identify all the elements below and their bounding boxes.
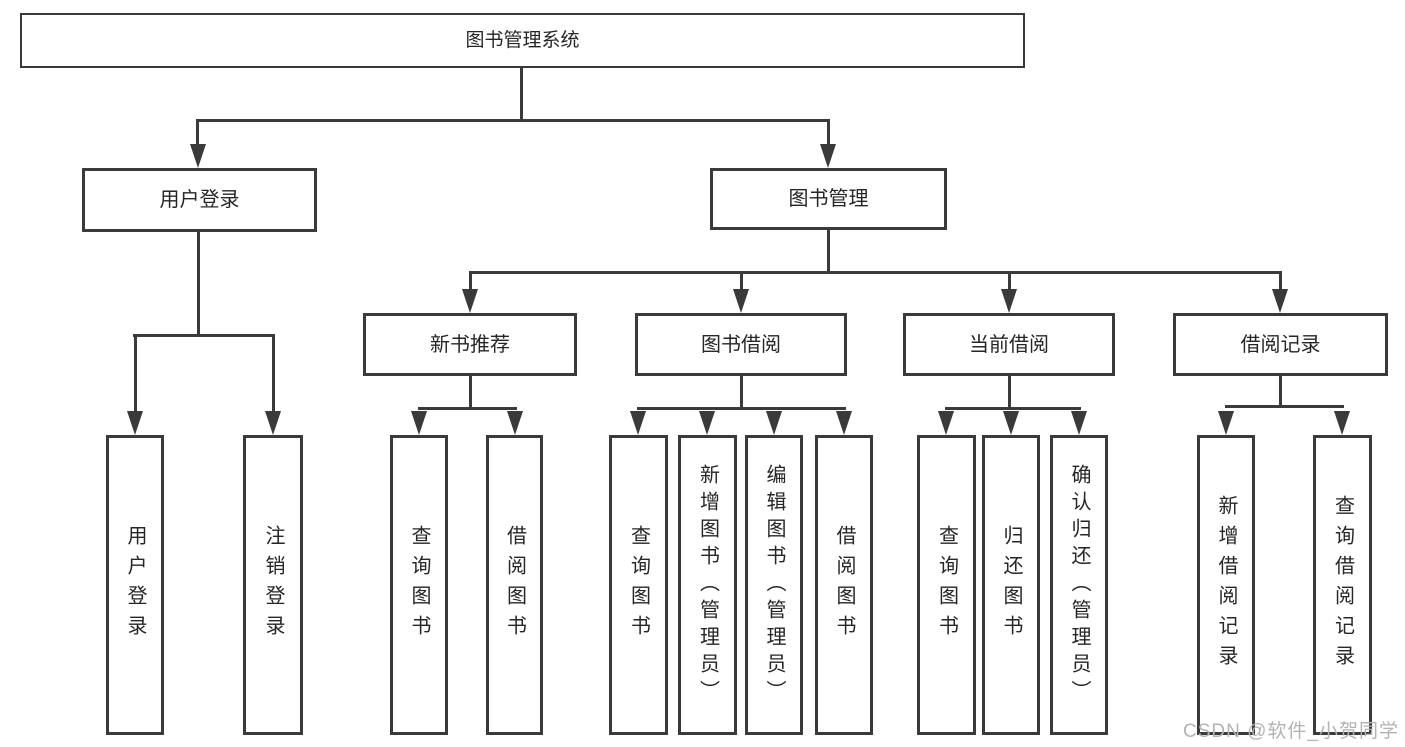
node-label: 当前借阅	[969, 333, 1049, 356]
node-label: 图书借阅	[701, 333, 781, 356]
node-label: 借阅记录	[1240, 333, 1321, 356]
node-label: 编辑图书（管理员）	[763, 463, 785, 707]
arrow-down-icon	[1334, 411, 1350, 435]
leaf-recommend-query-books: 查询图书	[390, 435, 448, 735]
arrow-down-icon	[766, 411, 782, 435]
connector-line	[133, 334, 275, 337]
arrow-down-icon	[699, 411, 715, 435]
leaf-user-login: 用户登录	[106, 435, 164, 735]
connector-line	[134, 334, 137, 414]
node-label: 查询借阅记录	[1331, 495, 1354, 675]
arrow-down-icon	[462, 289, 478, 313]
connector-line	[197, 231, 200, 336]
connector-line	[272, 334, 275, 414]
connector-line	[1279, 374, 1282, 407]
connector-line	[740, 374, 743, 409]
node-label: 图书管理	[788, 188, 869, 210]
node-label: 图书管理系统	[465, 30, 580, 51]
node-label: 新书推荐	[430, 333, 510, 356]
arrow-down-icon	[127, 411, 143, 435]
node-book-borrow: 图书借阅	[635, 313, 847, 376]
node-label: 查询图书	[408, 525, 430, 645]
node-label: 查询图书	[627, 525, 650, 645]
arrow-down-icon	[265, 411, 281, 435]
node-user-login: 用户登录	[82, 168, 317, 232]
leaf-current-query-books: 查询图书	[917, 435, 976, 735]
arrow-down-icon	[411, 411, 427, 435]
node-label: 注销登录	[262, 525, 284, 645]
node-label: 确认归还（管理员）	[1068, 463, 1090, 707]
arrow-down-icon	[836, 411, 852, 435]
arrow-down-icon	[1218, 411, 1234, 435]
arrow-down-icon	[507, 411, 523, 435]
arrow-down-icon	[820, 144, 836, 168]
connector-line	[945, 407, 1081, 410]
arrow-down-icon	[1272, 289, 1288, 313]
arrow-down-icon	[1001, 289, 1017, 313]
node-label: 借阅图书	[503, 525, 526, 645]
connector-line	[197, 119, 830, 122]
leaf-logout: 注销登录	[243, 435, 303, 735]
connector-line	[740, 271, 743, 293]
connector-line	[827, 229, 830, 273]
arrow-down-icon	[733, 289, 749, 313]
node-root: 图书管理系统	[20, 13, 1025, 68]
leaf-borrow-query-books: 查询图书	[609, 435, 668, 735]
connector-line	[637, 407, 846, 410]
arrow-down-icon	[630, 411, 646, 435]
connector-line	[520, 66, 523, 120]
arrow-down-icon	[938, 411, 954, 435]
node-label: 归还图书	[1000, 525, 1022, 645]
node-label: 借阅图书	[833, 525, 855, 645]
arrow-down-icon	[1003, 411, 1019, 435]
leaf-current-confirm-return-admin: 确认归还（管理员）	[1050, 435, 1108, 735]
leaf-borrow-borrow-books: 借阅图书	[815, 435, 873, 735]
arrow-down-icon	[1071, 411, 1087, 435]
leaf-records-add-borrow-record: 新增借阅记录	[1197, 435, 1255, 735]
node-label: 查询图书	[935, 525, 958, 645]
leaf-borrow-edit-books-admin: 编辑图书（管理员）	[745, 435, 803, 735]
connector-line	[196, 119, 199, 149]
leaf-records-query-borrow-record: 查询借阅记录	[1313, 435, 1372, 735]
node-borrow-records: 借阅记录	[1173, 313, 1388, 376]
connector-line	[418, 407, 517, 410]
connector-line	[827, 119, 830, 149]
connector-line	[469, 271, 1282, 274]
node-label: 用户登录	[159, 189, 240, 211]
connector-line	[1225, 405, 1344, 408]
connector-line	[469, 374, 472, 409]
watermark: CSDN @软件_小贺同学	[1183, 721, 1399, 742]
leaf-current-return-books: 归还图书	[982, 435, 1040, 735]
node-book-management: 图书管理	[710, 168, 947, 230]
node-current-borrow: 当前借阅	[903, 313, 1115, 376]
connector-line	[1279, 271, 1282, 293]
node-new-book-recommend: 新书推荐	[363, 313, 577, 376]
node-label: 用户登录	[124, 525, 146, 645]
connector-line	[1008, 374, 1011, 409]
node-label: 新增借阅记录	[1215, 495, 1237, 675]
connector-line	[1008, 271, 1011, 293]
arrow-down-icon	[190, 144, 206, 168]
leaf-recommend-borrow-books: 借阅图书	[486, 435, 543, 735]
connector-line	[469, 271, 472, 293]
leaf-borrow-add-books-admin: 新增图书（管理员）	[678, 435, 737, 735]
node-label: 新增图书（管理员）	[696, 463, 719, 707]
